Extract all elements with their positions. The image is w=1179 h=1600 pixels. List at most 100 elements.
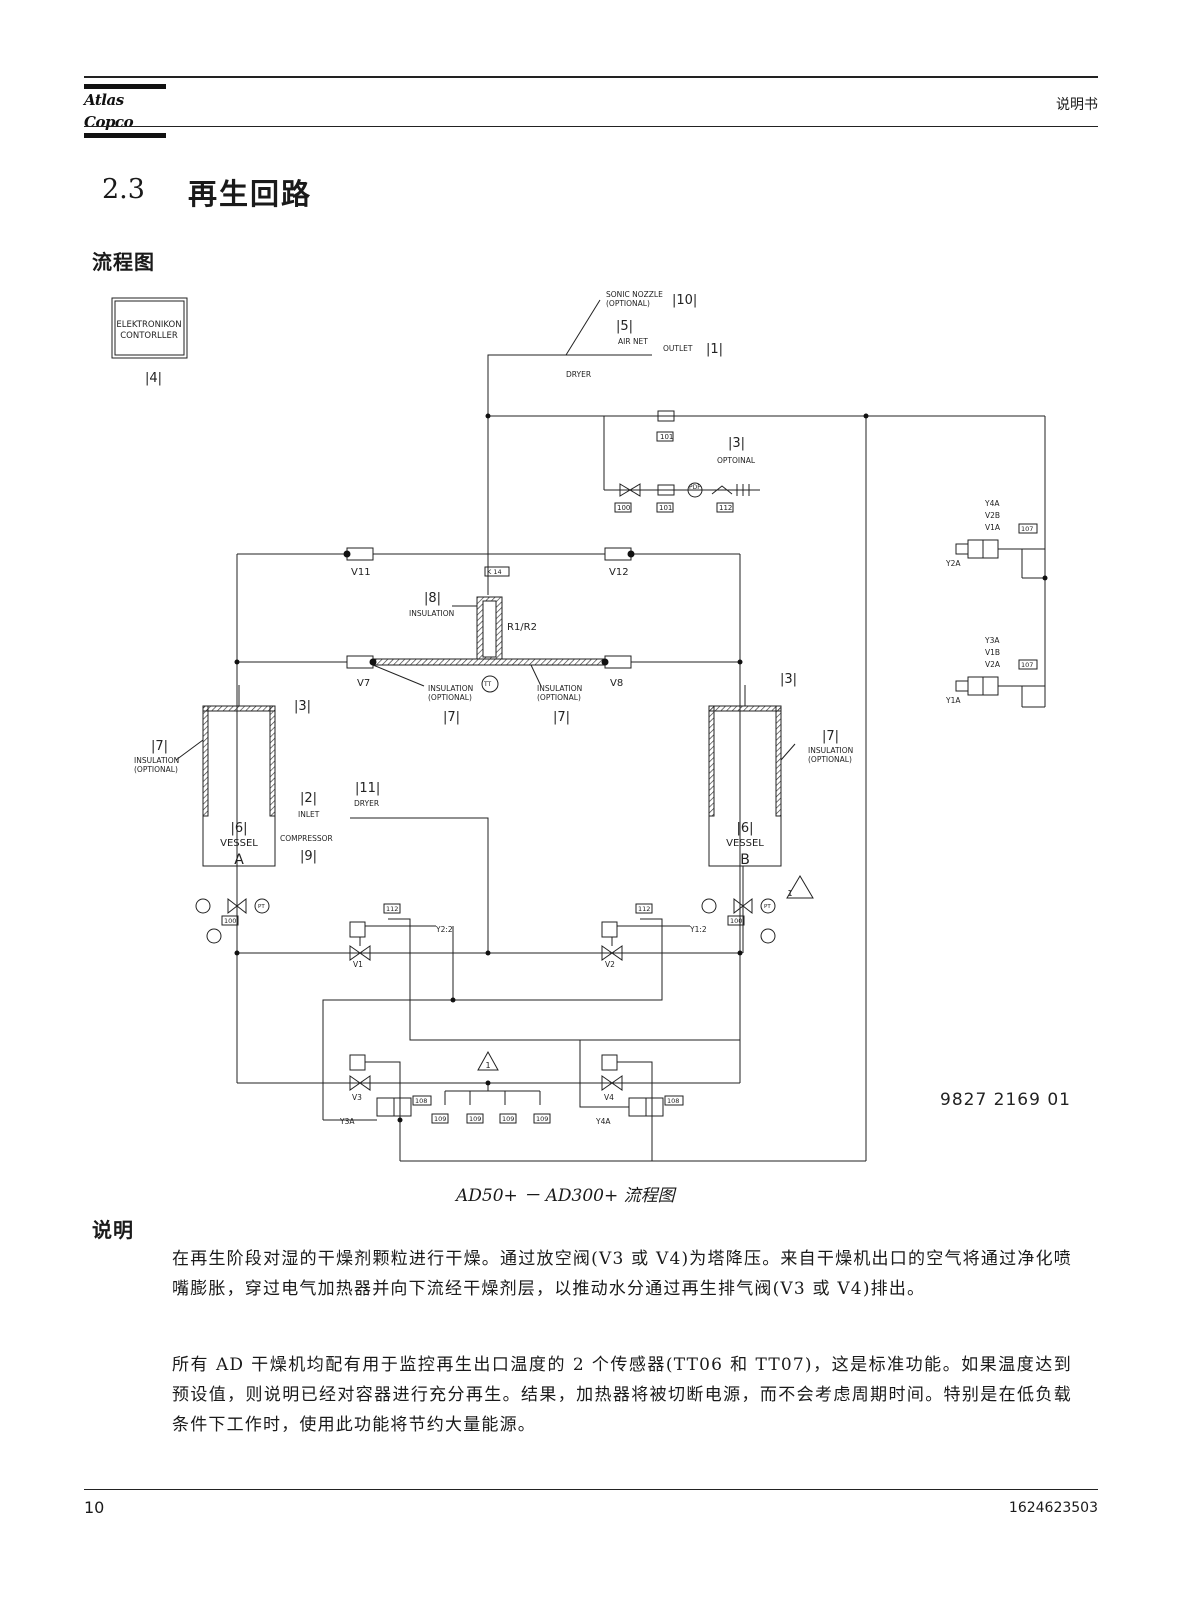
- insulation-label: INSULATION: [409, 609, 454, 618]
- tag-7: |7|: [822, 729, 839, 744]
- compressor-label: COMPRESSOR: [280, 834, 333, 843]
- tag-3: |3|: [780, 672, 797, 687]
- optional-label: (OPTIONAL): [808, 755, 852, 764]
- solenoid-stack-bottom-label: Y3A: [984, 636, 1000, 645]
- tag-10: |10|: [672, 293, 697, 308]
- solenoid-stack-bottom-label: V2A: [985, 660, 1001, 669]
- controller-label-line-1: ELEKTRONIKON: [116, 320, 181, 330]
- tag-6: |6|: [736, 821, 753, 836]
- tag-2: |2|: [300, 791, 317, 806]
- code-108: 108: [667, 1097, 679, 1105]
- tag-11: |11|: [355, 781, 380, 796]
- valve-v3-label: V3: [352, 1093, 362, 1102]
- section-number: 2.3: [102, 174, 145, 205]
- outlet-label: OUTLET: [663, 344, 693, 353]
- insulation-label: INSULATION: [537, 684, 582, 693]
- vessel-a-label: VESSEL: [220, 838, 258, 849]
- optional-label: (OPTIONAL): [606, 299, 650, 308]
- code-109: 109: [502, 1115, 514, 1123]
- flow-diagram-heading: 流程图: [92, 250, 155, 274]
- k14-label: K 14: [487, 568, 502, 576]
- pt-label: PT: [764, 904, 771, 910]
- solenoid-stack-top-label: V1A: [985, 523, 1001, 532]
- controller-label-line-2: CONTORLLER: [120, 331, 178, 341]
- description-paragraph: 在再生阶段对湿的干燥剂颗粒进行干燥。通过放空阀(V3 或 V4)为塔降压。来自干…: [172, 1249, 1072, 1299]
- code-109: 109: [536, 1115, 548, 1123]
- code-112: 112: [719, 504, 732, 512]
- air-net-label: AIR NET: [618, 337, 648, 346]
- tag-3: |3|: [728, 436, 745, 451]
- insulation-label: INSULATION: [428, 684, 473, 693]
- optional-label: (OPTIONAL): [428, 693, 472, 702]
- tag-3: |3|: [294, 699, 311, 714]
- code-112: 112: [386, 905, 398, 913]
- tag-1: |1|: [706, 342, 723, 357]
- code-100: 100: [224, 917, 236, 925]
- code-112: 112: [638, 905, 650, 913]
- y4a-label: Y4A: [595, 1117, 611, 1126]
- valve-v1-label: V1: [353, 960, 363, 969]
- warning-triangle-number: 1: [787, 889, 792, 898]
- solenoid-stack-top-label: Y4A: [984, 499, 1000, 508]
- drawing-number: 9827 2169 01: [940, 1090, 1071, 1110]
- code-107: 107: [1021, 661, 1033, 669]
- valve-v7-label: V7: [357, 678, 370, 689]
- solenoid-stack-bottom-label: V1B: [985, 648, 1000, 657]
- code-109: 109: [434, 1115, 446, 1123]
- section-title: 再生回路: [188, 177, 313, 211]
- vessel-b-letter: B: [740, 852, 750, 868]
- description-heading: 说明: [92, 1218, 134, 1242]
- code-109: 109: [469, 1115, 481, 1123]
- inlet-label: INLET: [298, 810, 320, 819]
- description-paragraph: 所有 AD 干燥机均配有用于监控再生出口温度的 2 个传感器(TT06 和 TT…: [172, 1355, 1072, 1435]
- warning-triangle-number: 1: [485, 1061, 490, 1070]
- valve-v11-label: V11: [351, 567, 371, 578]
- tag-7: |7|: [553, 710, 570, 725]
- valve-v12-label: V12: [609, 567, 629, 578]
- vessel-a-letter: A: [234, 852, 244, 868]
- page-number: 10: [84, 1498, 105, 1517]
- solenoid-stack-top-label: V2B: [985, 511, 1000, 520]
- code-107: 107: [1021, 525, 1033, 533]
- y12-label: Y1:2: [689, 925, 707, 934]
- document-type: 说明书: [1056, 97, 1098, 113]
- dryer-label: DRYER: [354, 799, 379, 808]
- code-101: 101: [659, 504, 672, 512]
- tag-8: |8|: [424, 591, 441, 606]
- y22-label: Y2:2: [435, 925, 453, 934]
- tag-4: |4|: [145, 371, 162, 386]
- tag-9: |9|: [300, 849, 317, 864]
- footer-rule: [84, 1489, 1098, 1490]
- header-top-rule: [84, 76, 1098, 78]
- y1a-label: Y1A: [945, 696, 961, 705]
- optoinal-label: OPTOINAL: [717, 456, 756, 465]
- tag-7: |7|: [151, 739, 168, 754]
- y2a-label: Y2A: [945, 559, 961, 568]
- tag-6: |6|: [230, 821, 247, 836]
- dryer-label: DRYER: [566, 370, 591, 379]
- tag-7: |7|: [443, 710, 460, 725]
- valve-v8-label: V8: [610, 678, 623, 689]
- insulation-label: INSULATION: [808, 746, 853, 755]
- pt-label: PT: [258, 904, 265, 910]
- y3a-label: Y3A: [339, 1117, 355, 1126]
- insulation-label: INSULATION: [134, 756, 179, 765]
- valve-v4-label: V4: [604, 1093, 614, 1102]
- code-100: 100: [730, 917, 742, 925]
- sonic-nozzle-label: SONIC NOZZLE: [606, 290, 663, 299]
- code-101: 101: [660, 433, 673, 441]
- heater-r1r2-label: R1/R2: [507, 622, 537, 633]
- document-number: 1624623503: [1008, 1500, 1098, 1516]
- optional-label: (OPTIONAL): [537, 693, 581, 702]
- tag-5: |5|: [616, 319, 633, 334]
- code-100: 100: [617, 504, 630, 512]
- vessel-b-label: VESSEL: [726, 838, 764, 849]
- code-108: 108: [415, 1097, 427, 1105]
- optional-label: (OPTIONAL): [134, 765, 178, 774]
- diagram-caption: AD50+ － AD300+ 流程图: [456, 1186, 675, 1206]
- valve-v2-label: V2: [605, 960, 615, 969]
- pdp-label: PDP: [689, 484, 701, 491]
- header-bottom-rule: [84, 126, 1098, 127]
- tt-label: TT: [483, 681, 492, 688]
